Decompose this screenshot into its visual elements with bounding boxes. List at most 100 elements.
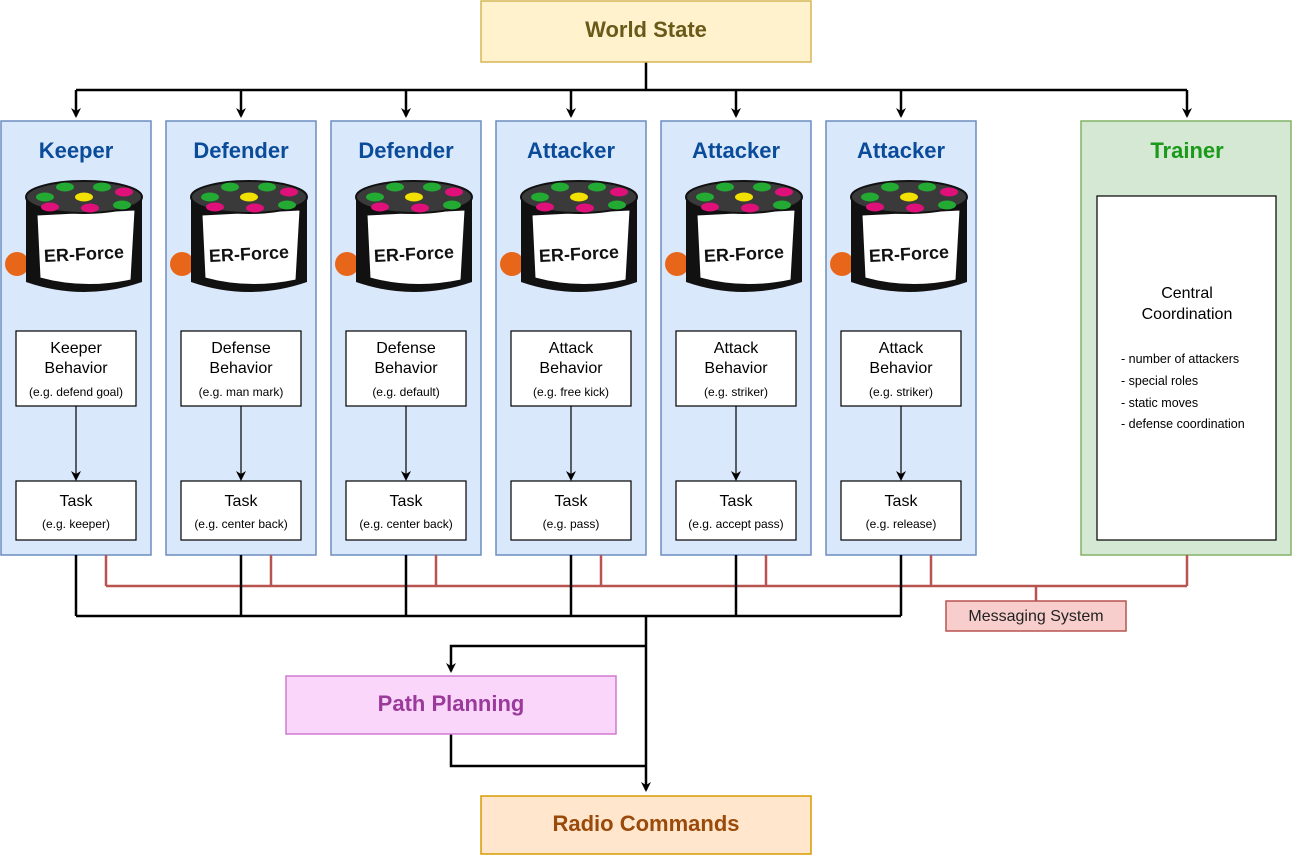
ball-icon <box>830 252 854 276</box>
robot-team-label: ER-Force <box>208 242 289 266</box>
robot-marker <box>741 203 759 213</box>
robot-icon: ER-Force <box>665 180 803 292</box>
robot-marker <box>735 192 753 202</box>
radio-commands-box <box>480 795 812 855</box>
ball-icon <box>170 252 194 276</box>
robot-marker <box>443 200 461 210</box>
ball-icon <box>665 252 689 276</box>
robot-marker <box>531 192 549 202</box>
coordination-item: - defense coordination <box>1121 417 1245 431</box>
robot-marker <box>93 182 111 192</box>
role-title: Defender <box>358 138 454 163</box>
behavior-box <box>510 330 632 407</box>
coordination-item: - static moves <box>1121 396 1198 410</box>
task-label: Task <box>885 493 919 510</box>
robot-marker <box>701 202 719 212</box>
central-coordination-title-line2: Coordination <box>1142 306 1233 323</box>
behavior-example: (e.g. striker) <box>869 385 933 399</box>
behavior-label-line2: Behavior <box>704 360 768 377</box>
path-planning-node: Path Planning <box>285 675 617 735</box>
robot-marker <box>588 182 606 192</box>
robot-team-label: ER-Force <box>373 242 454 266</box>
robot-marker <box>940 187 958 197</box>
trainer-column: Trainer Central Coordination - number of… <box>1080 120 1292 556</box>
robot-marker <box>405 192 423 202</box>
central-coordination-box <box>1096 195 1277 541</box>
radio-commands-node: Radio Commands <box>480 795 812 855</box>
world-state-box <box>480 0 812 63</box>
task-output-wires <box>74 555 903 792</box>
task-box <box>840 480 962 541</box>
robot-marker <box>866 202 884 212</box>
behavior-box <box>675 330 797 407</box>
robot-marker <box>900 192 918 202</box>
behavior-label-line1: Attack <box>879 340 924 357</box>
robot-marker <box>113 200 131 210</box>
robot-marker <box>423 182 441 192</box>
task-example: (e.g. accept pass) <box>688 517 783 531</box>
behavior-label-line1: Keeper <box>50 340 102 357</box>
task-example: (e.g. center back) <box>359 517 452 531</box>
path-planning-box <box>285 675 617 735</box>
world-state-distribution-wires <box>71 62 1192 118</box>
role-title: Attacker <box>857 138 945 163</box>
robot-marker <box>881 182 899 192</box>
robot-marker <box>206 202 224 212</box>
robot-marker <box>411 203 429 213</box>
robot-icon: ER-Force <box>170 180 308 292</box>
robot-marker <box>246 203 264 213</box>
role-columns: Keeper ER-Force Keeper Behavior (e.g. de… <box>0 120 977 556</box>
robot-marker <box>536 202 554 212</box>
role-column-attacker-1: Attacker ER-Force Attack Behavior (e.g. … <box>495 120 647 556</box>
behavior-label-line2: Behavior <box>209 360 273 377</box>
robot-label-panel <box>531 209 631 285</box>
behavior-box <box>180 330 302 407</box>
robot-marker <box>610 187 628 197</box>
robot-marker <box>240 192 258 202</box>
role-column-keeper: Keeper ER-Force Keeper Behavior (e.g. de… <box>0 120 152 556</box>
robot-marker <box>570 192 588 202</box>
role-column-defender-1: Defender ER-Force Defense Behavior (e.g.… <box>165 120 317 556</box>
task-box <box>675 480 797 541</box>
behavior-example: (e.g. striker) <box>704 385 768 399</box>
robot-marker <box>115 187 133 197</box>
role-column-attacker-3: Attacker ER-Force Attack Behavior (e.g. … <box>825 120 977 556</box>
robot-team-label: ER-Force <box>703 242 784 266</box>
robot-marker <box>41 202 59 212</box>
robot-team-label: ER-Force <box>868 242 949 266</box>
messaging-system-label: Messaging System <box>968 608 1103 625</box>
role-title: Defender <box>193 138 289 163</box>
messaging-system-node: Messaging System <box>945 600 1127 632</box>
behavior-example: (e.g. default) <box>372 385 439 399</box>
robot-icon: ER-Force <box>500 180 638 292</box>
task-box <box>345 480 467 541</box>
task-label: Task <box>60 493 94 510</box>
task-example: (e.g. center back) <box>194 517 287 531</box>
robot-marker <box>861 192 879 202</box>
robot-marker <box>576 203 594 213</box>
behavior-example: (e.g. defend goal) <box>29 385 123 399</box>
robot-marker <box>753 182 771 192</box>
robot-marker <box>906 203 924 213</box>
world-state-label: World State <box>585 17 707 42</box>
robot-marker <box>75 192 93 202</box>
task-box <box>510 480 632 541</box>
behavior-label-line2: Behavior <box>539 360 603 377</box>
task-box <box>180 480 302 541</box>
robot-marker <box>386 182 404 192</box>
robot-marker <box>608 200 626 210</box>
robot-marker <box>371 202 389 212</box>
robot-team-label: ER-Force <box>43 242 124 266</box>
robot-label-panel <box>201 209 301 285</box>
robot-marker <box>938 200 956 210</box>
ball-icon <box>500 252 524 276</box>
messaging-system-box <box>945 600 1127 632</box>
robot-marker <box>716 182 734 192</box>
task-box <box>15 480 137 541</box>
role-column-attacker-2: Attacker ER-Force Attack Behavior (e.g. … <box>660 120 812 556</box>
robot-marker <box>36 192 54 202</box>
coordination-item: - special roles <box>1121 374 1198 388</box>
task-example: (e.g. release) <box>866 517 937 531</box>
